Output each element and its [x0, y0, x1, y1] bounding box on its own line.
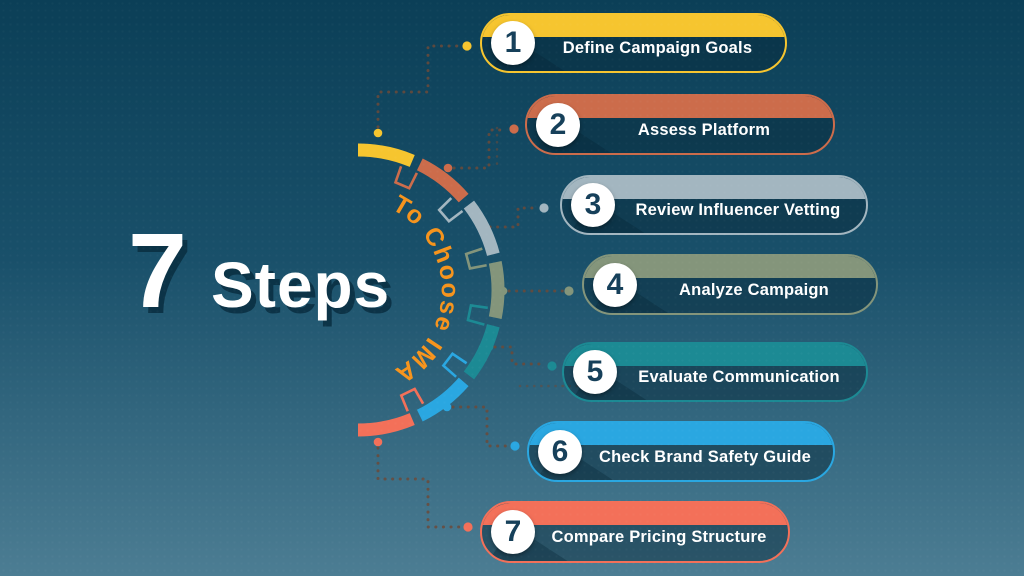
step-number-badge: 5 [573, 350, 617, 394]
connector-line-7 [376, 446, 463, 529]
step-pill-6: 6 Check Brand Safety Guide [527, 421, 835, 482]
step-number-badge: 7 [491, 510, 535, 554]
step-label: Review Influencer Vetting [635, 201, 841, 219]
step-number: 5 [586, 355, 604, 388]
step-accent-bar [482, 503, 788, 525]
title-word: Steps [210, 249, 391, 321]
title-number: 7 [128, 212, 187, 330]
step-pill-3: 3 Review Influencer Vetting [560, 175, 868, 235]
step-pill-4: 4 Analyze Campaign [582, 254, 878, 315]
step-number-badge: 3 [571, 183, 615, 227]
step-number: 2 [549, 107, 567, 141]
step-number-badge: 1 [491, 21, 535, 65]
arc-segment-3 [463, 200, 500, 257]
step-label: Evaluate Communication [638, 368, 840, 386]
arc-bracket-5 [466, 304, 488, 326]
step-pill-7: 7 Compare Pricing Structure [480, 501, 790, 563]
arc-segment-6 [416, 377, 469, 422]
step-number: 4 [606, 267, 624, 301]
step-number-badge: 2 [536, 102, 580, 147]
step-accent-bar [482, 15, 785, 37]
connector-dot-end-5 [547, 361, 557, 371]
arc-bracket-7 [399, 387, 425, 412]
connector-dot-end-4 [564, 286, 574, 296]
step-label: Analyze Campaign [679, 280, 829, 299]
step-accent-bar [529, 423, 833, 445]
arc-ring [357, 143, 505, 437]
arc-segment-5 [463, 323, 500, 380]
connector-dot-end-3 [539, 203, 549, 213]
arc-segment-4 [488, 261, 505, 319]
connector-dot-end-2 [509, 124, 519, 134]
step-accent-bar [527, 96, 833, 118]
step-pill-2: 2 Assess Platform [525, 94, 835, 155]
step-pill-1: 1 Define Campaign Goals [480, 13, 787, 73]
step-number: 1 [504, 26, 522, 59]
step-number: 3 [584, 188, 602, 221]
arc-bracket-2 [393, 165, 419, 190]
step-accent-bar [562, 177, 866, 199]
arc-segment-1 [357, 143, 415, 167]
connector-dot-start-7 [373, 437, 383, 447]
step-number: 7 [504, 515, 522, 548]
connector-line-6 [451, 405, 511, 448]
connector-line-1 [376, 44, 462, 129]
step-number-badge: 6 [538, 429, 582, 474]
connector-dot-end-7 [463, 522, 473, 532]
step-number-badge: 4 [593, 262, 637, 307]
connector-dot-end-6 [510, 441, 520, 451]
step-label: Compare Pricing Structure [551, 528, 767, 546]
connector-dot-end-1 [462, 41, 472, 51]
main-title: 7 Steps [128, 218, 390, 324]
step-accent-bar [584, 256, 876, 278]
connector-line-5 [493, 345, 548, 366]
arc-segment-2 [416, 158, 469, 203]
step-label: Assess Platform [637, 120, 771, 139]
connector-line-3 [488, 206, 540, 229]
step-number: 6 [551, 434, 569, 468]
step-label: Define Campaign Goals [562, 39, 753, 57]
arc-segment-7 [357, 413, 415, 437]
connector-dot-start-1 [373, 128, 383, 138]
step-accent-bar [564, 344, 866, 366]
step-label: Check Brand Safety Guide [598, 447, 812, 466]
arc-bracket-6 [441, 351, 468, 378]
arc-bracket-4 [464, 247, 487, 270]
step-pill-5: 5 Evaluate Communication [562, 342, 868, 402]
connector-line-2 [452, 128, 509, 170]
connector-dot-start-2 [443, 163, 453, 173]
arc-bracket-3 [437, 197, 464, 224]
